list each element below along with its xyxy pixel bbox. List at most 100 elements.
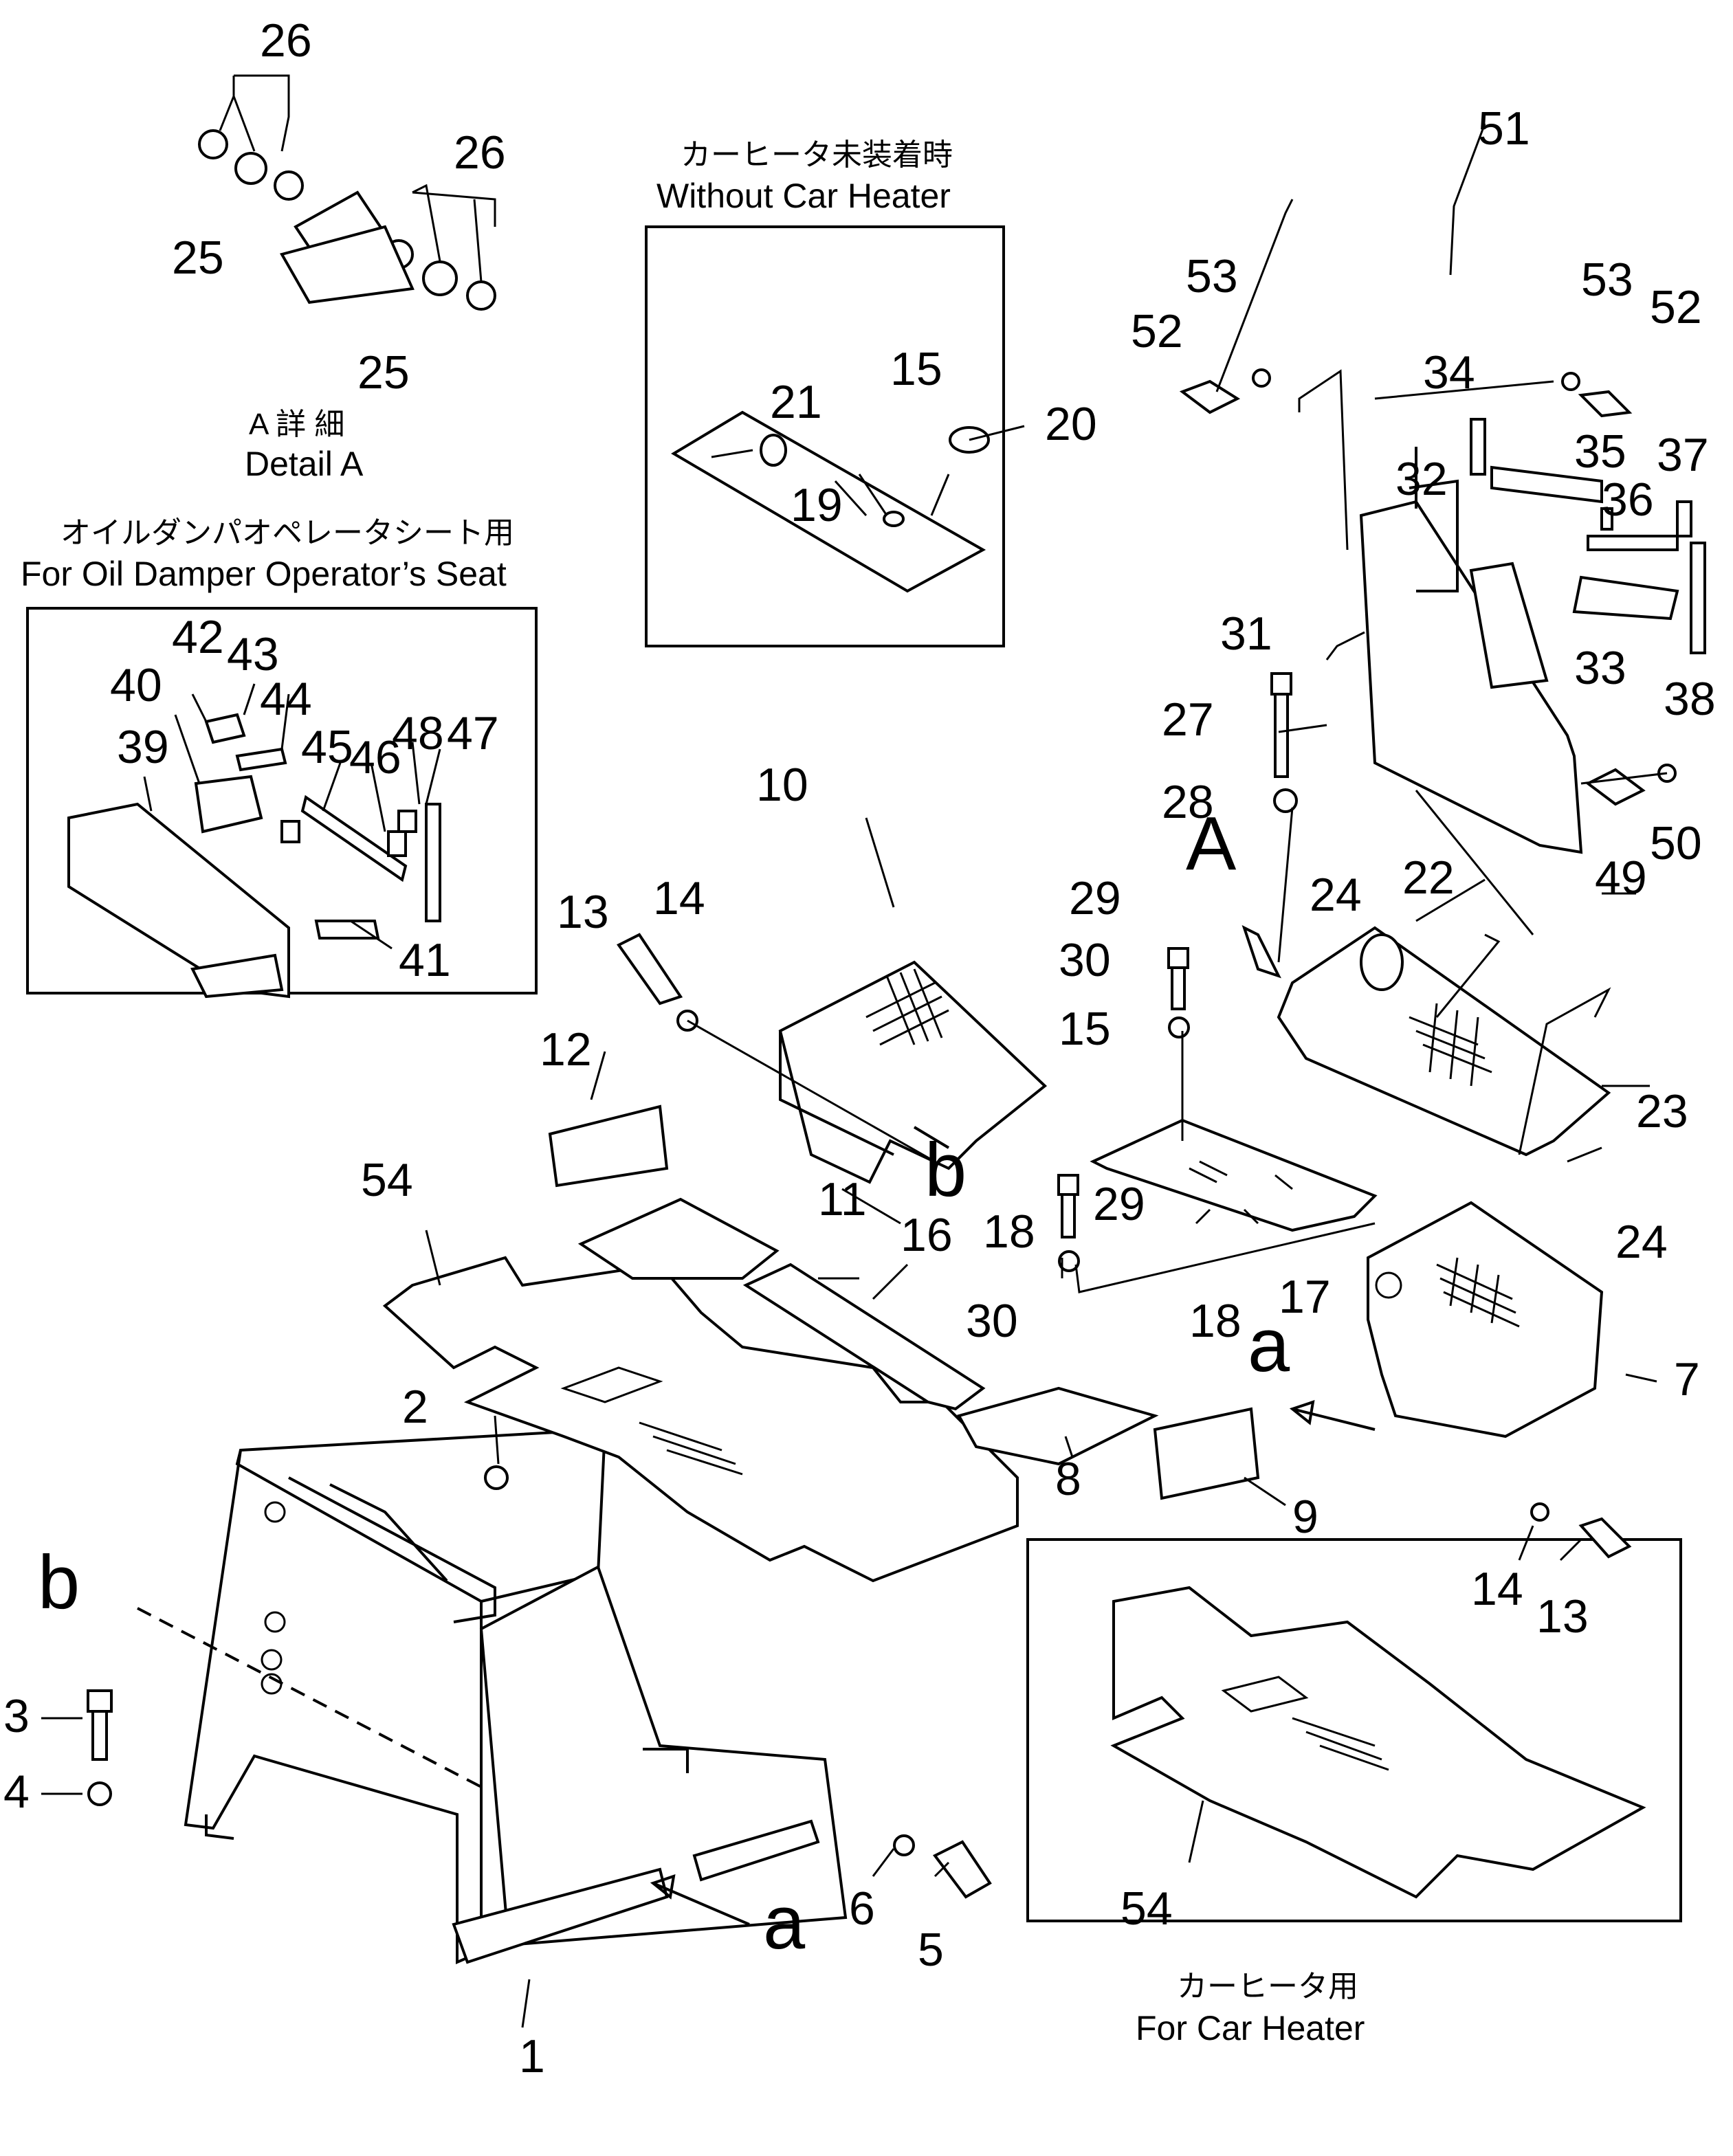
callout-11: 11 bbox=[818, 1173, 867, 1225]
callout-42: 42 bbox=[172, 611, 224, 663]
view-letter-a-lower: a bbox=[763, 1880, 806, 1965]
car-heater-floor-mat bbox=[1110, 1586, 1646, 1899]
detail-a-bushings bbox=[198, 129, 496, 311]
callout-25b: 25 bbox=[357, 346, 410, 399]
callout-48: 48 bbox=[392, 707, 444, 759]
callout-24a: 24 bbox=[1310, 869, 1362, 921]
callout-23: 23 bbox=[1636, 1085, 1688, 1137]
callout-22: 22 bbox=[1402, 852, 1455, 904]
callout-12: 12 bbox=[540, 1023, 592, 1076]
callout-51: 51 bbox=[1478, 102, 1530, 155]
callout-24b: 24 bbox=[1615, 1216, 1668, 1268]
view-letter-A: A bbox=[1186, 801, 1237, 886]
pad-9 bbox=[1153, 1407, 1260, 1500]
bolt-29-upper bbox=[1167, 947, 1189, 1010]
callout-52b: 52 bbox=[1650, 281, 1702, 333]
callout-30b: 30 bbox=[966, 1295, 1018, 1347]
callout-4: 4 bbox=[3, 1766, 30, 1818]
oil-damper-plate bbox=[67, 713, 441, 999]
callout-8: 8 bbox=[1055, 1453, 1081, 1505]
callout-26a: 26 bbox=[260, 14, 312, 67]
car-heater-caption-jp: カーヒータ用 bbox=[1177, 1970, 1358, 2003]
bolt-29-lower bbox=[1057, 1174, 1079, 1238]
plate-16 bbox=[742, 1263, 986, 1411]
without-heater-caption-jp: カーヒータ未装着時 bbox=[681, 138, 953, 172]
callout-31: 31 bbox=[1220, 608, 1272, 660]
view-letter-a-right: a bbox=[1248, 1303, 1290, 1388]
callout-37: 37 bbox=[1657, 429, 1709, 481]
seat-stand-frame bbox=[184, 1427, 848, 1965]
callout-18b: 18 bbox=[1189, 1295, 1241, 1347]
callout-27: 27 bbox=[1162, 693, 1214, 746]
callout-3: 3 bbox=[3, 1690, 30, 1742]
callout-44: 44 bbox=[260, 673, 312, 725]
bolt-13-left bbox=[617, 933, 683, 1005]
callout-26b: 26 bbox=[454, 126, 506, 179]
callout-33: 33 bbox=[1574, 642, 1626, 694]
callout-20: 20 bbox=[1045, 398, 1097, 450]
callout-36: 36 bbox=[1602, 474, 1654, 526]
callout-9: 9 bbox=[1292, 1491, 1318, 1543]
inset-without-car-heater bbox=[645, 225, 1005, 647]
heater-cover-right bbox=[1367, 1201, 1604, 1438]
floor-mat bbox=[382, 1256, 1019, 1583]
without-heater-caption-en: Without Car Heater bbox=[656, 177, 951, 215]
callout-10: 10 bbox=[756, 759, 808, 811]
callout-43: 43 bbox=[227, 628, 279, 680]
callout-54b: 54 bbox=[1121, 1882, 1173, 1935]
oil-damper-caption-en: For Oil Damper Operator’s Seat bbox=[21, 555, 507, 593]
callout-2: 2 bbox=[402, 1381, 428, 1433]
pad-12 bbox=[548, 1104, 669, 1188]
car-heater-caption-en: For Car Heater bbox=[1136, 2009, 1365, 2047]
callout-1: 1 bbox=[519, 2030, 545, 2082]
callout-45: 45 bbox=[301, 721, 353, 773]
callout-30a: 30 bbox=[1059, 934, 1111, 986]
callout-6: 6 bbox=[849, 1882, 875, 1935]
bolt-49 bbox=[1585, 768, 1646, 806]
heater-cover-left bbox=[778, 960, 1048, 1184]
bolt-52-right bbox=[1578, 390, 1633, 418]
callout-18a: 18 bbox=[983, 1205, 1035, 1258]
view-letter-b-upper: b bbox=[925, 1128, 967, 1212]
without-heater-plate bbox=[671, 410, 990, 593]
callout-34: 34 bbox=[1423, 346, 1475, 399]
callout-15a: 15 bbox=[890, 343, 942, 395]
callout-16: 16 bbox=[901, 1209, 953, 1261]
callout-39: 39 bbox=[117, 721, 169, 773]
inset-car-heater bbox=[1026, 1538, 1682, 1922]
callout-47: 47 bbox=[447, 707, 499, 759]
callout-53a: 53 bbox=[1186, 250, 1238, 302]
callout-13b: 13 bbox=[1536, 1590, 1589, 1643]
callout-14b: 14 bbox=[1471, 1563, 1523, 1615]
pad-8 bbox=[957, 1386, 1159, 1466]
view-letter-b-lower: b bbox=[38, 1540, 80, 1625]
rear-panel-31 bbox=[1359, 418, 1706, 854]
callout-40: 40 bbox=[110, 659, 162, 711]
bolt-13-right bbox=[1578, 1517, 1632, 1559]
callout-25a: 25 bbox=[172, 232, 224, 284]
floor-plate-22 bbox=[1277, 926, 1611, 1157]
callout-15b: 15 bbox=[1059, 1003, 1111, 1055]
callout-19: 19 bbox=[791, 479, 843, 531]
callout-41: 41 bbox=[399, 934, 451, 986]
washers bbox=[87, 368, 1677, 1856]
callout-53b: 53 bbox=[1581, 254, 1633, 306]
bolt-3 bbox=[87, 1689, 113, 1761]
detail-a-caption-jp: A 詳 細 bbox=[249, 408, 344, 441]
callout-46: 46 bbox=[349, 731, 401, 784]
callout-5: 5 bbox=[918, 1924, 944, 1976]
callout-52a: 52 bbox=[1131, 305, 1183, 357]
leader-lines bbox=[41, 74, 1668, 2028]
callout-14a: 14 bbox=[653, 872, 705, 924]
pad-11 bbox=[577, 1197, 780, 1280]
callout-28: 28 bbox=[1162, 776, 1214, 828]
bolt-27 bbox=[1270, 672, 1292, 778]
bolt-5 bbox=[932, 1840, 992, 1899]
callout-54a: 54 bbox=[361, 1154, 413, 1206]
callout-13a: 13 bbox=[557, 886, 609, 938]
bolt-52-left bbox=[1179, 379, 1241, 414]
detail-a-caption-en: Detail A bbox=[245, 445, 364, 483]
callout-29b: 29 bbox=[1093, 1178, 1145, 1230]
view-lines bbox=[137, 925, 1376, 1926]
